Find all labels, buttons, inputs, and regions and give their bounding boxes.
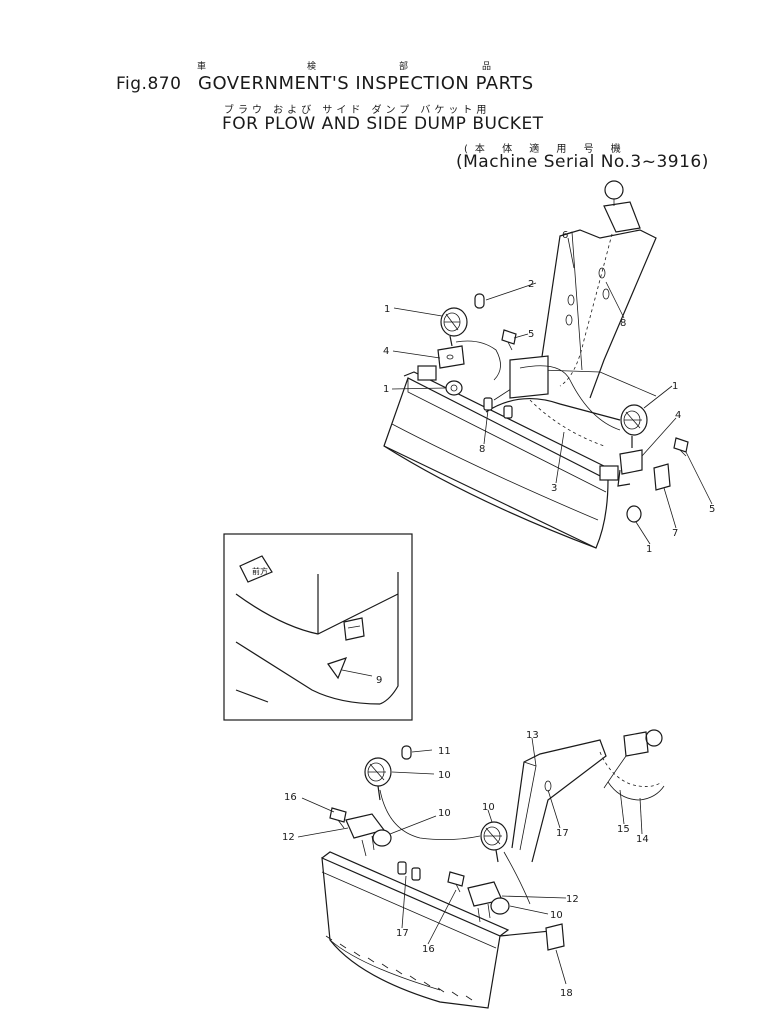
callout-number: 15 [617, 824, 630, 835]
arm-bracket [509, 355, 549, 399]
nut-icon [372, 829, 392, 847]
callout-number: 5 [709, 504, 715, 515]
callout-number: 5 [528, 329, 534, 340]
signal-lamp-upper [364, 757, 392, 801]
title-jp-char: 部 [399, 62, 409, 72]
callout-number: 12 [566, 894, 579, 905]
lamp-bracket [619, 449, 643, 475]
serial-range: (Machine Serial No.3~3916) [456, 152, 709, 172]
callout-number: 17 [556, 828, 569, 839]
callout-number: 10 [550, 910, 563, 921]
lamp-icon [645, 729, 663, 747]
wing-bolt-left [329, 807, 347, 829]
callout-number: 16 [422, 944, 435, 955]
signal-lamp-right [620, 404, 648, 448]
lamp-bracket [437, 345, 465, 369]
title-jp-char: 品 [482, 62, 492, 72]
front-direction-sign [239, 555, 273, 583]
plate-icon [653, 463, 671, 491]
plow-blade-assembly: 1 2 6 8 5 4 1 8 3 1 4 5 7 1 [383, 180, 715, 555]
nut-icon [490, 897, 510, 915]
callout-number: 12 [282, 832, 295, 843]
callout-number: 4 [383, 346, 389, 357]
callout-number: 3 [551, 483, 557, 494]
page-subtitle: FOR PLOW AND SIDE DUMP BUCKET [222, 114, 544, 134]
figure-number: Fig.870 [116, 74, 182, 94]
nut-icon [445, 380, 463, 396]
page-title: GOVERNMENT'S INSPECTION PARTS [198, 73, 534, 94]
title-jp-char: 車 [197, 62, 207, 72]
clip-icon [503, 405, 513, 419]
title-jp-char: 検 [307, 62, 317, 72]
clip-icon [483, 397, 493, 411]
callout-number: 8 [479, 444, 485, 455]
callout-number: 11 [438, 746, 451, 757]
callout-number: 4 [675, 410, 681, 421]
callout-number: 1 [646, 544, 652, 555]
mounting-block [417, 365, 437, 381]
callout-number: 10 [482, 802, 495, 813]
callout-number: 18 [560, 988, 573, 999]
inset-detail: 前方 9 [223, 533, 413, 721]
callout-number: 13 [526, 730, 539, 741]
plate-icon [545, 923, 565, 951]
bulb-icon [401, 745, 412, 760]
serial-range-japanese: (本 体 適 用 号 機 [464, 144, 628, 155]
callout-number: 16 [284, 792, 297, 803]
clip-icon [411, 867, 421, 881]
subtitle-japanese: ブラウ および サイド ダンプ バケット用 [224, 105, 491, 116]
mounting-block [599, 465, 619, 481]
triangle-mark-icon [327, 657, 348, 680]
callout-number: 6 [562, 230, 568, 241]
signal-lamp-center [480, 821, 508, 863]
callout-number: 8 [620, 318, 626, 329]
callout-number: 2 [528, 279, 534, 290]
callout-number: 7 [672, 528, 678, 539]
bulb-icon [474, 293, 485, 309]
sign-text: 前方 [252, 566, 268, 576]
callout-number: 1 [384, 304, 390, 315]
latch-icon [343, 617, 365, 641]
callout-number: 14 [636, 834, 649, 845]
signal-lamp-left [440, 307, 468, 347]
side-dump-bucket-assembly: 11 10 13 16 10 10 12 17 15 14 12 10 17 1… [282, 729, 665, 1009]
callout-number: 9 [376, 675, 382, 686]
callout-number: 1 [383, 384, 389, 395]
wing-bolt-left [501, 329, 517, 351]
lamp-icon [604, 180, 624, 200]
nut-icon [626, 505, 642, 523]
callout-number: 1 [672, 381, 678, 392]
callout-number: 17 [396, 928, 409, 939]
wing-bolt-right [673, 437, 689, 457]
clip-icon [397, 861, 407, 875]
wing-bolt-center [447, 871, 465, 893]
callout-number: 10 [438, 808, 451, 819]
leader-lines [297, 737, 643, 985]
callout-number: 10 [438, 770, 451, 781]
leader-lines [391, 237, 713, 545]
